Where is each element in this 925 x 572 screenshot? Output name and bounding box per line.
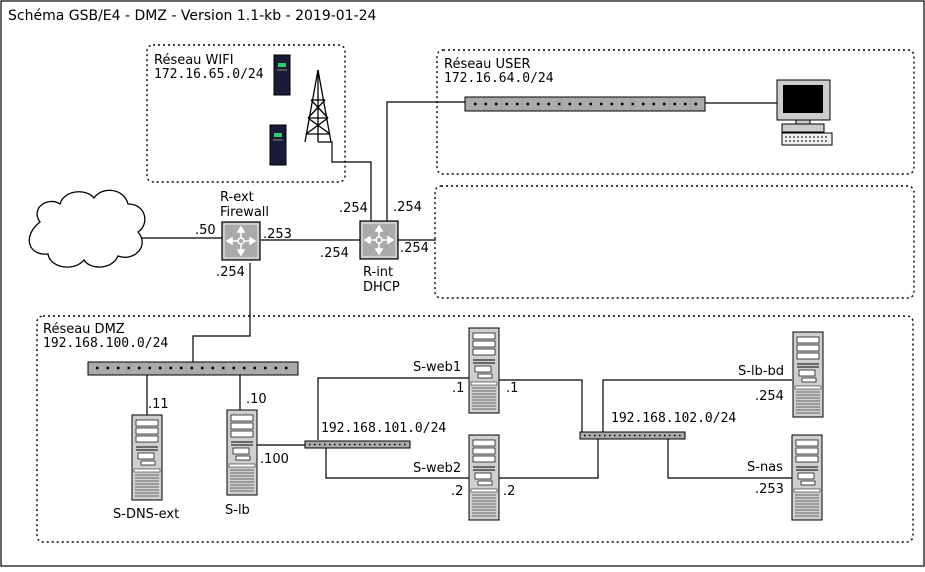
router-ext[interactable] bbox=[221, 221, 261, 261]
server-web1-icon bbox=[468, 327, 500, 414]
unnamed-zone bbox=[434, 185, 915, 299]
server-web2-ip-left: .2 bbox=[451, 484, 463, 499]
router-int-ip-top-left: .254 bbox=[339, 201, 368, 216]
net102-label: 192.168.102.0/24 bbox=[611, 411, 736, 426]
wifi-access-point-icon bbox=[273, 54, 291, 96]
server-lbbd-name: S-lb-bd bbox=[738, 364, 784, 379]
server-web2-icon bbox=[468, 434, 500, 521]
router-ext-ip-left: .50 bbox=[195, 223, 216, 238]
wifi-access-point-icon bbox=[269, 124, 287, 166]
router-int-ip-top-right: .254 bbox=[393, 200, 422, 215]
wifi-zone-name: Réseau WIFI bbox=[154, 53, 234, 68]
router-int[interactable] bbox=[359, 220, 399, 260]
router-int-ip-right: .254 bbox=[400, 241, 429, 256]
server-web2-ip-right: .2 bbox=[503, 484, 515, 499]
router-ext-icon bbox=[221, 221, 261, 261]
diagram-title: Schéma GSB/E4 - DMZ - Version 1.1-kb - 2… bbox=[8, 8, 377, 24]
links bbox=[140, 101, 792, 479]
server-nas-ip: .253 bbox=[755, 482, 784, 497]
antenna-tower-icon bbox=[304, 69, 332, 143]
router-ext-ip-right: .253 bbox=[263, 227, 292, 242]
router-ext-ip-bottom: .254 bbox=[216, 265, 245, 280]
switch-dmz bbox=[87, 361, 299, 376]
server-web1-ip-left: .1 bbox=[452, 381, 464, 396]
server-lb-ip-top: .10 bbox=[246, 392, 267, 407]
switch-net101 bbox=[304, 440, 411, 449]
server-web1-name: S-web1 bbox=[413, 360, 461, 375]
server-lb-icon bbox=[226, 409, 258, 496]
dmz-zone-subnet: 192.168.100.0/24 bbox=[43, 336, 168, 351]
server-lb-ip-right: .100 bbox=[260, 452, 289, 467]
wifi-zone-subnet: 172.16.65.0/24 bbox=[154, 67, 264, 82]
server-lbbd-ip: .254 bbox=[755, 389, 784, 404]
router-int-ip-left: .254 bbox=[320, 246, 349, 261]
server-dns-ip: .11 bbox=[148, 397, 169, 412]
switch-user bbox=[464, 96, 706, 112]
internet-cloud bbox=[28, 189, 146, 268]
server-lbbd-icon bbox=[792, 331, 824, 418]
user-zone bbox=[436, 49, 915, 175]
switch-net102 bbox=[579, 431, 686, 440]
router-ext-role: Firewall bbox=[220, 205, 269, 220]
router-int-icon bbox=[359, 220, 399, 260]
user-zone-subnet: 172.16.64.0/24 bbox=[444, 71, 554, 86]
net101-label: 192.168.101.0/24 bbox=[321, 421, 446, 436]
user-zone-name: Réseau USER bbox=[444, 57, 531, 72]
server-nas-name: S-nas bbox=[747, 460, 783, 475]
server-web1-ip-right: .1 bbox=[506, 381, 518, 396]
server-web2-name: S-web2 bbox=[413, 461, 461, 476]
server-lb-name: S-lb bbox=[225, 503, 250, 518]
dmz-zone bbox=[36, 315, 914, 543]
server-nas-icon bbox=[791, 434, 823, 521]
dmz-zone-name: Réseau DMZ bbox=[43, 322, 125, 337]
server-dns-name: S-DNS-ext bbox=[113, 507, 179, 522]
router-int-name: R-int bbox=[363, 265, 393, 280]
server-dns-icon bbox=[131, 414, 163, 501]
router-int-role: DHCP bbox=[363, 280, 400, 295]
router-ext-name: R-ext bbox=[220, 190, 254, 205]
workstation-icon bbox=[776, 79, 833, 146]
